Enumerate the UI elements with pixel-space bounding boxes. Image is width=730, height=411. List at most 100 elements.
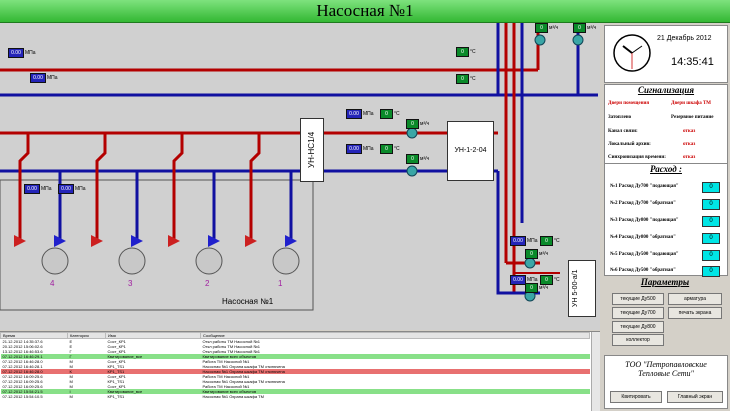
unit-un-500[interactable]: УН 5-00-а/1: [568, 260, 596, 317]
table-cell: 07.12.2012 15:54:21.5: [0, 389, 68, 394]
pump-number: 3: [128, 279, 133, 288]
flow-value: 0: [702, 216, 720, 227]
table-cell: Откл работы ТМ Насосной №1: [202, 344, 260, 349]
print-screen-button[interactable]: печать экрана: [668, 307, 722, 319]
pressure-gauge: 0.00: [58, 184, 74, 194]
table-cell: М: [69, 359, 73, 364]
status-badge: отказ: [683, 142, 696, 147]
unit-un-nc[interactable]: УН-НС1/4: [300, 118, 324, 182]
table-cell: Квитирование_все: [105, 354, 201, 359]
current-du800-button[interactable]: текущие Ду800: [612, 321, 664, 333]
flow-gauge: 0: [406, 154, 419, 164]
table-cell: Сост_КР1: [107, 374, 126, 379]
table-cell: М: [69, 379, 73, 384]
title-bar: Насосная №1: [0, 0, 730, 23]
table-cell: Квитирование_все: [105, 389, 201, 394]
table-cell: 07.12.2012 15:54:10.5: [2, 394, 43, 399]
flow-value: 0: [702, 250, 720, 261]
status-badge: отказ: [683, 155, 696, 160]
signal-reserve-power: Резервное питание: [671, 115, 714, 120]
flow-gauge: 0: [525, 283, 538, 293]
table-cell: Откл работы ТМ Насосной №1: [202, 339, 260, 344]
table-cell: КР1_TS1: [107, 379, 125, 384]
current-du500-button[interactable]: текущие Ду500: [612, 293, 664, 305]
table-cell: М: [69, 374, 73, 379]
table-cell: 20.12.2012 15:06:02.6: [2, 344, 43, 349]
table-cell: 07.12.2012 16:09:25.6: [2, 384, 43, 389]
temperature-gauge: 0: [540, 236, 553, 246]
right-panel: 21 Декабрь 2012 14:35:41 Сигнализация Дв…: [601, 23, 730, 410]
signal-door-cabinet: Двери шкафа ТМ: [671, 101, 711, 106]
table-row[interactable]: 13.12.2012 16:46:53.6 Г Сост_КР1 Откл работ…: [1, 349, 590, 354]
table-cell: Сост_КР1: [107, 349, 126, 354]
event-log[interactable]: Время Категория Имя Сообщение 21.12.2012…: [0, 331, 600, 411]
acknowledge-button[interactable]: Квитировать: [610, 391, 662, 403]
pump-number: 4: [50, 279, 55, 288]
params-panel: Параметры текущие Ду500 арматура текущие…: [604, 277, 726, 346]
pipe-diagram: [0, 23, 598, 311]
table-cell: 13.12.2012 16:46:53.6: [2, 349, 43, 354]
signal-flooded: Затоплено: [608, 115, 632, 120]
table-cell: Насосная №1 Охрана шкафа ТМ отключена: [202, 379, 285, 384]
pressure-gauge: 0.00: [346, 144, 362, 154]
table-cell: М: [69, 384, 73, 389]
signal-title: Сигнализация: [637, 85, 695, 95]
clock-time: 14:35:41: [671, 56, 714, 68]
table-cell: 21.12.2012 14:35:37.6: [2, 339, 43, 344]
col-message[interactable]: Сообщение: [200, 332, 590, 339]
table-cell: Г: [67, 354, 106, 359]
pump-valves: [14, 235, 297, 247]
main-screen-button[interactable]: Главный экран: [667, 391, 723, 403]
pump-number: 1: [278, 279, 283, 288]
table-cell: Квитирование всех объектов: [200, 354, 590, 359]
temperature-gauge: 0: [540, 275, 553, 285]
pressure-gauge: 0.00: [346, 109, 362, 119]
params-title: Параметры: [640, 277, 690, 287]
clock-icon: [613, 34, 651, 72]
log-scrollbar[interactable]: [591, 332, 600, 411]
unit-un-1204[interactable]: УН-1-2-04: [447, 121, 494, 181]
table-cell: Работа ТМ Насосной №1: [202, 359, 250, 364]
collector-button[interactable]: коллектор: [612, 334, 664, 346]
table-cell: Е: [69, 344, 73, 349]
station-label: Насосная №1: [222, 297, 274, 306]
flow-title: Расход :: [650, 164, 682, 174]
table-cell: Откл работы ТМ Насосной №1: [202, 349, 260, 354]
station-frame: [0, 179, 314, 311]
window-title: Насосная №1: [316, 1, 414, 20]
flow-gauge: 0: [406, 119, 419, 129]
current-du700-button[interactable]: текущие Ду700: [612, 307, 664, 319]
table-cell: 07.12.2012 16:46:28.0: [0, 369, 68, 374]
armature-button[interactable]: арматура: [668, 293, 722, 305]
table-cell: КР1_TS1: [105, 369, 201, 374]
table-cell: М: [69, 394, 73, 399]
table-cell: 07.12.2012 16:46:29.1: [0, 354, 68, 359]
company-panel: ТОО "Петропавловские Тепловые Сети" Квит…: [604, 355, 728, 409]
table-cell: Работа ТМ Насосной №1: [202, 374, 250, 379]
table-cell: 07.12.2012 16:46:28.1: [2, 364, 43, 369]
table-header: Время Категория Имя Сообщение: [0, 332, 590, 339]
clock-date: 21 Декабрь 2012: [657, 35, 712, 42]
pump-number: 2: [205, 279, 210, 288]
flowmeter-icons: [406, 34, 584, 302]
flow-value: 0: [702, 199, 720, 210]
table-cell: Квитирование всех объектов: [200, 389, 590, 394]
flow-value: 0: [702, 233, 720, 244]
table-cell: Е: [69, 339, 73, 344]
table-cell: Сост_КР1: [107, 384, 126, 389]
temperature-gauge: 0: [456, 74, 469, 84]
status-badge: отказ: [683, 129, 696, 134]
table-cell: Насосная №1 Охрана шкафа ТМ отключена: [202, 364, 285, 369]
table-cell: Г: [69, 349, 72, 354]
